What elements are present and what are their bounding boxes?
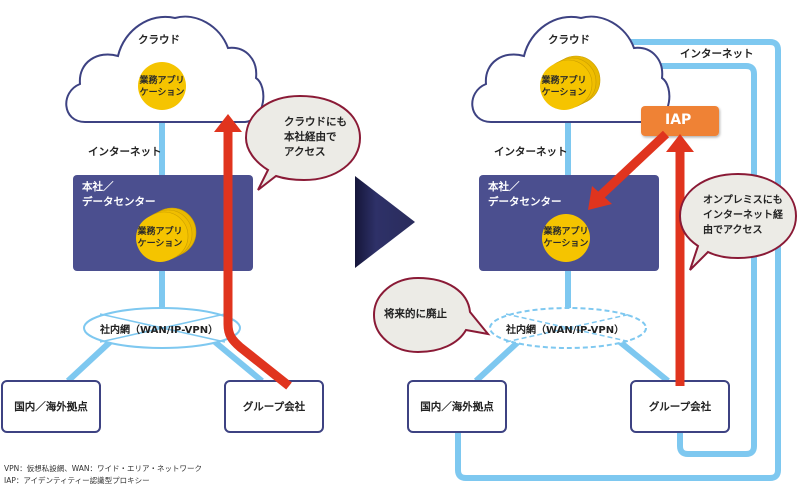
transition-arrow-icon: [355, 176, 415, 268]
cloud-label: クラウド: [138, 34, 180, 46]
speech-bubble-access: [678, 172, 798, 271]
wan-cross-line: [99, 313, 226, 343]
arrow-head-icon: [214, 114, 242, 132]
wan-label: 社内網（WAN/IP-VPN）: [506, 325, 625, 336]
app-label-line: 業務アプリ: [137, 227, 183, 237]
internet-label: インターネット: [88, 146, 162, 158]
bubble-line: オンプレミスにも: [703, 195, 783, 206]
app-label-line: ケーション: [137, 239, 183, 249]
app-coin-icon: [540, 62, 588, 110]
arrow-head-icon: [666, 134, 694, 152]
internet-label-right: インターネット: [680, 48, 754, 60]
hq-label-line: 本社／: [82, 181, 114, 193]
bubble-line: アクセス: [284, 146, 326, 158]
wan-domestic-link-line: [65, 339, 113, 384]
site-group-label: グループ会社: [242, 401, 306, 413]
app-label-line: ケーション: [139, 88, 185, 98]
speech-bubble: [244, 94, 362, 191]
cloud-app-label: 業務アプリ ケーション: [534, 75, 594, 99]
cloud-label: クラウド: [548, 34, 590, 46]
wan-ellipse-dashed: [489, 307, 647, 349]
access-path-arrow: [223, 130, 292, 390]
site-group-box: [224, 380, 324, 433]
site-domestic-label: 国内／海外拠点: [14, 401, 88, 413]
legend-line-vpn-wan: VPN：仮想私設網、WAN：ワイド・エリア・ネットワーク: [4, 464, 203, 473]
iap-hq-arrow: [596, 130, 670, 200]
app-label-line: 業務アプリ: [541, 76, 587, 86]
hq-label-line: データセンター: [488, 196, 562, 208]
site-group-label: グループ会社: [648, 401, 712, 413]
app-label-line: 業務アプリ: [543, 227, 589, 237]
wan-group-link-line: [618, 339, 670, 384]
hq-label: 本社／ データセンター: [82, 180, 156, 210]
internet-loop-outer: [455, 39, 781, 481]
app-coin-icon: [542, 214, 590, 262]
site-domestic-box: [1, 380, 101, 433]
bubble-line: クラウドにも: [284, 116, 347, 128]
app-coin-icon: [138, 62, 186, 110]
app-coin-icon: [136, 214, 184, 262]
wan-domestic-link-line: [473, 339, 521, 384]
iap-box: [641, 106, 719, 136]
hq-app-label: 業務アプリ ケーション: [130, 226, 190, 250]
internet-loop-inner: [640, 63, 757, 457]
internet-label: インターネット: [494, 146, 568, 158]
hq-label-line: データセンター: [82, 196, 156, 208]
cloud-app-label: 業務アプリ ケーション: [132, 75, 192, 99]
bubble-text: クラウドにも 本社経由で アクセス: [284, 115, 347, 160]
hq-app-label: 業務アプリ ケーション: [536, 226, 596, 250]
site-domestic-label: 国内／海外拠点: [420, 401, 494, 413]
wan-group-link-line: [213, 339, 264, 384]
app-label-line: ケーション: [543, 239, 589, 249]
app-label-line: ケーション: [541, 88, 587, 98]
before-diagram: [1, 15, 362, 433]
wan-cross-line: [505, 313, 632, 343]
iap-label: IAP: [665, 112, 692, 128]
bubble-access-text: オンプレミスにも インターネット経 由でアクセス: [703, 193, 783, 238]
app-label-line: 業務アプリ: [139, 76, 185, 86]
site-domestic-box: [407, 380, 507, 433]
bubble-line: 本社経由で: [284, 131, 337, 143]
legend-line-iap: IAP：アイデンティティー認識型プロキシー: [4, 476, 150, 485]
after-diagram: [372, 15, 798, 481]
hq-label-line: 本社／: [488, 181, 520, 193]
bubble-line: インターネット経: [703, 210, 783, 221]
bubble-deprecate-text: 将来的に廃止: [384, 308, 447, 320]
bubble-line: 由でアクセス: [703, 225, 763, 236]
wan-label: 社内網（WAN/IP-VPN）: [100, 325, 219, 336]
speech-bubble-deprecate: [372, 276, 491, 354]
hq-label: 本社／ データセンター: [488, 180, 562, 210]
arrow-head-icon: [588, 186, 612, 210]
